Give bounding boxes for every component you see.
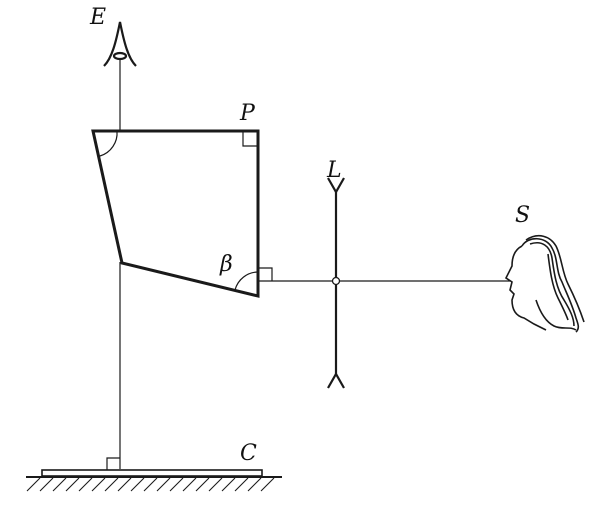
hatch-stroke: [195, 477, 210, 492]
hatch-stroke: [117, 477, 132, 492]
prism-label: P: [239, 101, 256, 126]
observer-label: S: [515, 203, 530, 228]
hatch-stroke: [260, 477, 275, 492]
hatch-stroke: [52, 477, 67, 492]
hatch-stroke: [208, 477, 223, 492]
hatch-stroke: [182, 477, 197, 492]
base-plate: [41, 469, 263, 477]
ground-hatching: [26, 477, 275, 492]
base-right-angle-mark: [106, 457, 120, 470]
prism-beta-angle-arc: [234, 271, 259, 291]
base-label: C: [240, 441, 257, 466]
hatch-stroke: [130, 477, 145, 492]
face-profile-icon: [504, 234, 585, 333]
prism-angle-arc-top: [99, 130, 118, 157]
eyepiece-icon: [103, 21, 137, 67]
hatch-stroke: [104, 477, 119, 492]
hatch-stroke: [221, 477, 236, 492]
prism-shape: [91, 129, 260, 298]
hatch-stroke: [156, 477, 171, 492]
hatch-stroke: [143, 477, 158, 492]
hatch-stroke: [169, 477, 184, 492]
hatch-stroke: [78, 477, 93, 492]
angle-beta-label: β: [219, 252, 233, 277]
prism-right-angle-mark: [242, 131, 258, 147]
hatch-stroke: [39, 477, 54, 492]
lens-label: L: [326, 158, 342, 183]
hatch-stroke: [91, 477, 106, 492]
lens-center-point: [331, 276, 341, 286]
hatch-stroke: [247, 477, 262, 492]
eye-top-label: E: [89, 5, 106, 30]
axis-right-angle-mark: [258, 267, 273, 281]
hatch-stroke: [234, 477, 249, 492]
hatch-stroke: [26, 477, 41, 492]
hatch-stroke: [65, 477, 80, 492]
